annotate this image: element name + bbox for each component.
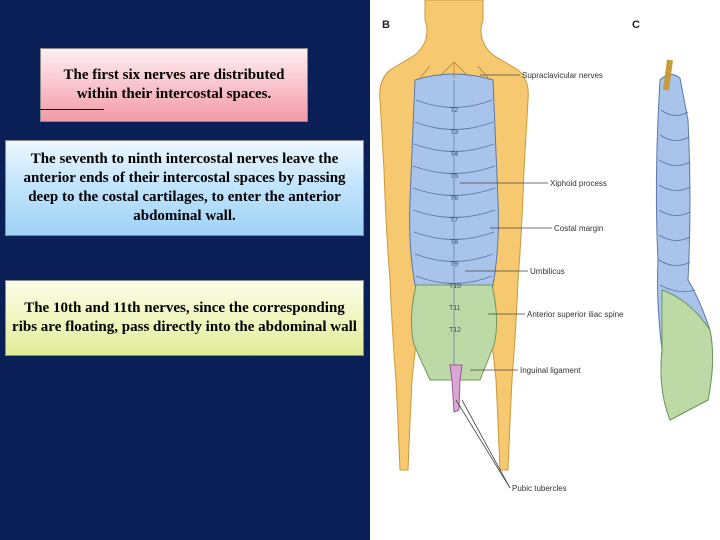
dermatome-t12: T12 <box>449 327 461 334</box>
panel-c-label: C <box>632 19 640 31</box>
panel-b-label: B <box>382 19 390 31</box>
dermatome-t7: T7 <box>450 217 458 224</box>
dermatome-figure: B C Supraclavicular nerves Xiphoid proce… <box>370 0 720 540</box>
box1-text: The first six nerves are distributed wit… <box>63 67 285 102</box>
text-box-first-six-nerves: The first six nerves are distributed wit… <box>40 48 308 122</box>
label-leader-lines <box>455 74 552 489</box>
label-pubic-tubercles: Pubic tubercles <box>512 484 567 493</box>
label-xiphoid-process: Xiphoid process <box>550 179 607 188</box>
box3-text: The 10th and 11th nerves, since the corr… <box>12 300 357 335</box>
label-costal-margin: Costal margin <box>554 224 603 233</box>
dermatome-t10: T10 <box>449 283 461 290</box>
dermatome-t8: T8 <box>450 239 458 246</box>
dermatome-t3: T3 <box>450 129 458 136</box>
label-inguinal-ligament: Inguinal ligament <box>520 366 581 375</box>
underline-decoration <box>40 109 104 110</box>
front-body-outline <box>379 0 529 471</box>
dermatome-illustration: B C Supraclavicular nerves Xiphoid proce… <box>379 0 714 493</box>
text-box-seventh-to-ninth-nerves: The seventh to ninth intercostal nerves … <box>5 140 364 236</box>
dermatome-t9: T9 <box>450 261 458 268</box>
box2-text: The seventh to ninth intercostal nerves … <box>23 151 346 224</box>
label-supraclavicular-nerves: Supraclavicular nerves <box>522 71 603 80</box>
dermatome-t6: T6 <box>450 195 458 202</box>
dermatome-t2: T2 <box>450 107 458 114</box>
side-body-outline <box>655 59 714 421</box>
label-anterior-superior-iliac-spine: Anterior superior iliac spine <box>527 310 624 319</box>
label-umbilicus: Umbilicus <box>530 267 565 276</box>
dermatome-t11: T11 <box>449 305 461 312</box>
dermatome-t5: T5 <box>450 173 458 180</box>
text-box-tenth-eleventh-nerves: The 10th and 11th nerves, since the corr… <box>5 280 364 356</box>
dermatome-t4: T4 <box>450 151 458 158</box>
